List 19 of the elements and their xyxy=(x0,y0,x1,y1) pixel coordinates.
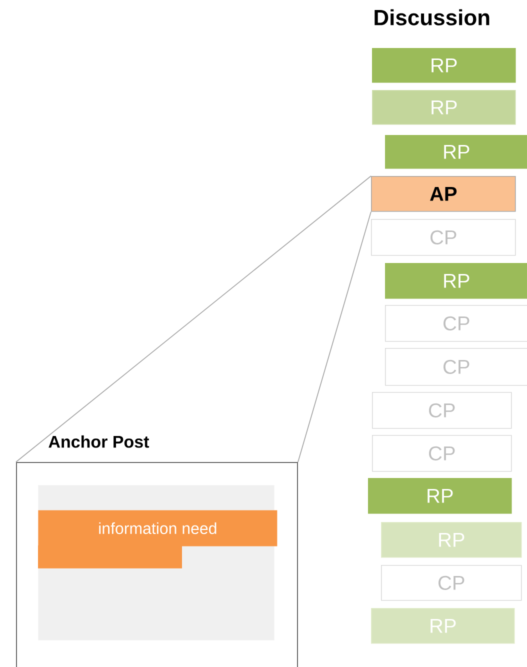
post-box: CP xyxy=(372,392,512,429)
post-box: RP xyxy=(385,135,527,169)
post-box: AP xyxy=(371,176,516,212)
zoom-line xyxy=(16,176,372,462)
post-box: CP xyxy=(372,435,512,472)
post-box: RP xyxy=(385,263,527,299)
post-box: RP xyxy=(372,90,516,125)
post-box: RP xyxy=(371,608,515,644)
post-box: CP xyxy=(371,219,516,256)
post-box: RP xyxy=(372,48,516,83)
zoom-line xyxy=(298,211,372,462)
post-box: RP xyxy=(381,522,522,558)
node-label: Anchor Post xyxy=(48,435,150,448)
diagram-title: Discussion xyxy=(374,9,490,26)
post-box: RP xyxy=(368,478,512,514)
highlight-block: information need xyxy=(38,510,278,568)
post-box: CP xyxy=(381,565,522,601)
post-box: CP xyxy=(385,305,527,342)
post-box: CP xyxy=(385,348,527,386)
